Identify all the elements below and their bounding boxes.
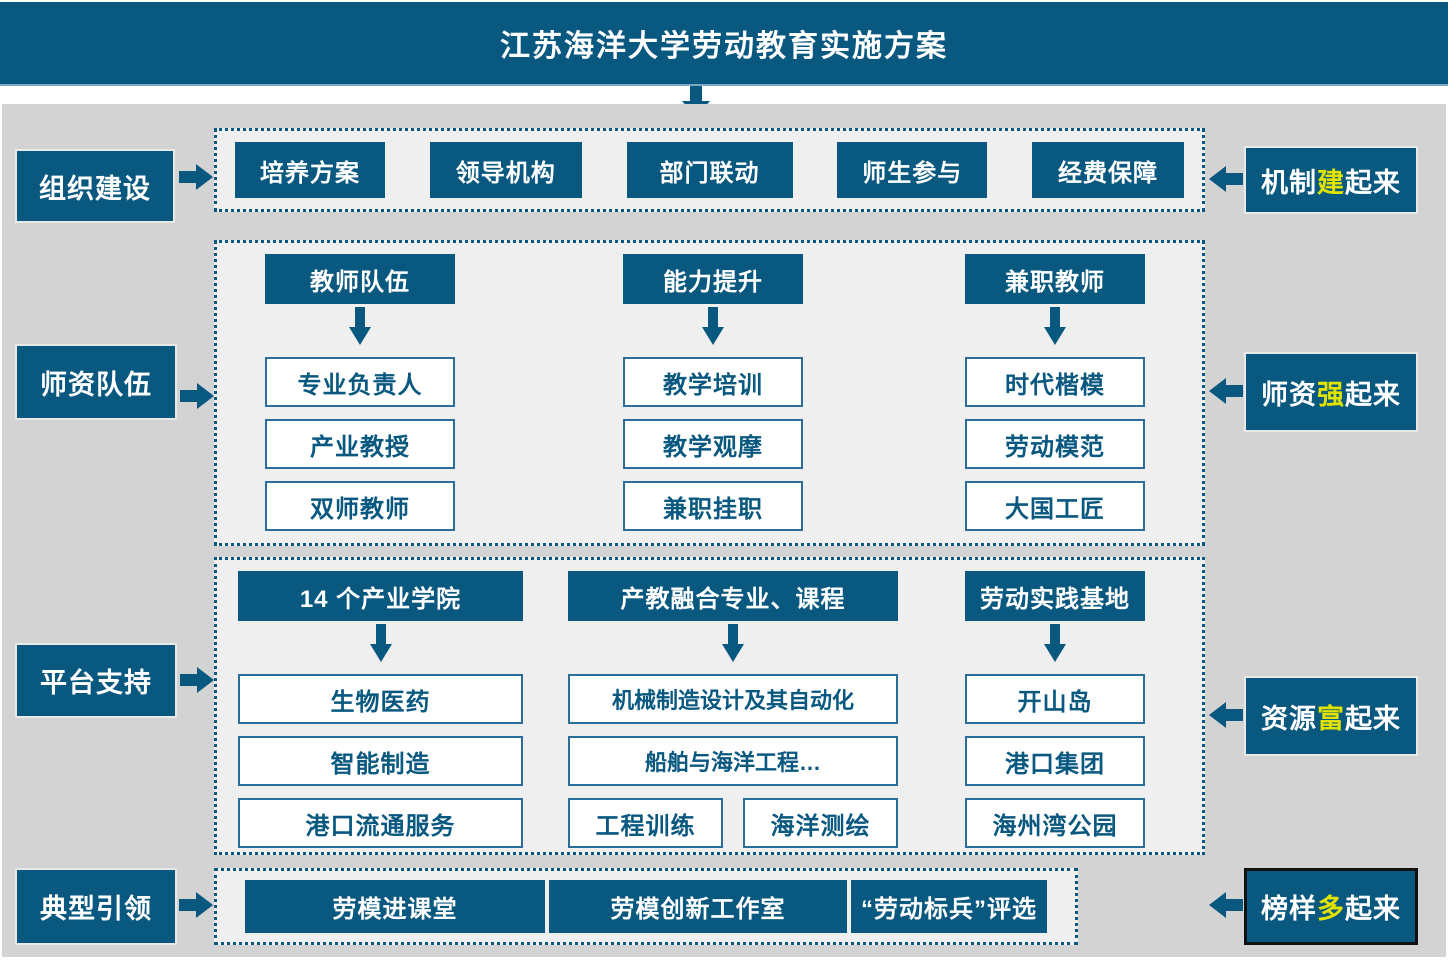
platform-column-colleges: 14 个产业学院 生物医药 智能制造 港口流通服务	[238, 571, 523, 848]
right-label-text: 榜样	[1261, 894, 1317, 924]
arrow-left-icon	[1209, 378, 1243, 404]
right-label-highlight: 建	[1317, 167, 1345, 198]
diagram-node: 教学培训	[623, 357, 803, 407]
column-header-node: 教师队伍	[265, 254, 455, 304]
arrow-down-icon	[349, 307, 371, 345]
column-header-node: 14 个产业学院	[238, 571, 523, 621]
right-label-resources: 资源富起来	[1244, 676, 1418, 756]
column-header-node: 产教融合专业、课程	[568, 571, 898, 621]
diagram-node: 劳动模范	[965, 419, 1145, 469]
right-label-mechanism: 机制建起来	[1244, 146, 1418, 214]
diagram-node: 领导机构	[429, 142, 582, 198]
split-row: 工程训练 海洋测绘	[568, 798, 898, 848]
right-label-text: 起来	[1345, 167, 1401, 198]
diagram-node: 工程训练	[568, 798, 724, 848]
column-header-node: 劳动实践基地	[965, 571, 1145, 621]
right-label-faculty: 师资强起来	[1244, 352, 1418, 432]
right-label-highlight: 强	[1317, 379, 1345, 410]
panel-faculty: 教师队伍 专业负责人 产业教授 双师教师 能力提升 教学培训 教学观摩 兼职挂职…	[214, 240, 1205, 546]
diagram-node: 海洋测绘	[742, 798, 898, 848]
left-label-text: 平台支持	[40, 668, 152, 698]
left-label-text: 师资队伍	[40, 369, 152, 400]
faculty-column-parttime: 兼职教师 时代楷模 劳动模范 大国工匠	[965, 254, 1145, 531]
faculty-column-ability: 能力提升 教学培训 教学观摩 兼职挂职	[623, 254, 803, 531]
diagram-node: 产业教授	[265, 419, 455, 469]
title-banner: 江苏海洋大学劳动教育实施方案	[0, 2, 1448, 86]
diagram-node: 师生参与	[837, 142, 988, 198]
diagram-node: 劳模进课堂	[245, 880, 545, 933]
left-label-organization: 组织建设	[15, 149, 175, 223]
arrow-right-icon	[179, 892, 213, 918]
arrow-right-icon	[180, 667, 214, 693]
diagram-node: 港口流通服务	[238, 798, 523, 848]
diagram-node: “劳动标兵”评选	[851, 880, 1047, 933]
left-label-faculty: 师资队伍	[15, 344, 177, 420]
diagram-node: 海州湾公园	[965, 798, 1145, 848]
diagram-node: 船舶与海洋工程…	[568, 736, 898, 786]
right-label-text: 师资	[1261, 379, 1317, 410]
diagram-node: 双师教师	[265, 481, 455, 531]
panel-platform: 14 个产业学院 生物医药 智能制造 港口流通服务 产教融合专业、课程 机械制造…	[214, 557, 1205, 855]
diagram-node: 港口集团	[965, 736, 1145, 786]
right-label-text: 起来	[1345, 379, 1401, 410]
right-label-text: 机制	[1261, 167, 1317, 198]
column-header-node: 能力提升	[623, 254, 803, 304]
diagram-node: 劳模创新工作室	[549, 880, 847, 933]
arrow-down-icon	[1044, 624, 1066, 662]
arrow-down-icon	[682, 86, 710, 118]
column-header-node: 兼职教师	[965, 254, 1145, 304]
diagram-node: 培养方案	[235, 142, 385, 198]
left-label-platform: 平台支持	[15, 643, 177, 718]
arrow-left-icon	[1209, 166, 1243, 192]
platform-column-courses: 产教融合专业、课程 机械制造设计及其自动化 船舶与海洋工程… 工程训练 海洋测绘	[568, 571, 898, 848]
diagram-node: 智能制造	[238, 736, 523, 786]
arrow-left-icon	[1209, 892, 1243, 918]
right-label-highlight: 富	[1317, 703, 1345, 734]
diagram-node: 教学观摩	[623, 419, 803, 469]
diagram-node: 开山岛	[965, 674, 1145, 724]
faculty-column-teachers: 教师队伍 专业负责人 产业教授 双师教师	[265, 254, 455, 531]
arrow-down-icon	[369, 624, 392, 662]
diagram-node: 兼职挂职	[623, 481, 803, 531]
left-label-text: 组织建设	[39, 173, 151, 204]
page-title: 江苏海洋大学劳动教育实施方案	[500, 30, 948, 63]
diagram-node: 经费保障	[1032, 142, 1184, 198]
diagram-node: 机械制造设计及其自动化	[568, 674, 898, 724]
diagram-node: 大国工匠	[965, 481, 1145, 531]
arrow-down-icon	[722, 624, 744, 662]
panel-organization: 培养方案 领导机构 部门联动 师生参与 经费保障	[214, 128, 1205, 212]
diagram-node: 时代楷模	[965, 357, 1145, 407]
left-label-model: 典型引领	[15, 868, 177, 945]
arrow-down-icon	[702, 307, 724, 345]
right-label-rolemodel: 榜样多起来	[1244, 868, 1418, 945]
right-label-text: 资源	[1261, 703, 1317, 734]
arrow-down-icon	[1044, 307, 1066, 345]
diagram-node: 部门联动	[626, 142, 793, 198]
arrow-right-icon	[180, 383, 214, 409]
right-label-highlight: 多	[1317, 894, 1345, 924]
platform-column-bases: 劳动实践基地 开山岛 港口集团 海州湾公园	[965, 571, 1145, 848]
diagram-node: 生物医药	[238, 674, 523, 724]
right-label-text: 起来	[1345, 894, 1401, 924]
right-label-text: 起来	[1345, 703, 1401, 734]
diagram-node: 专业负责人	[265, 357, 455, 407]
panel-model: 劳模进课堂 劳模创新工作室 “劳动标兵”评选	[214, 868, 1078, 945]
left-label-text: 典型引领	[40, 894, 152, 924]
arrow-left-icon	[1209, 702, 1243, 728]
arrow-right-icon	[179, 164, 213, 190]
